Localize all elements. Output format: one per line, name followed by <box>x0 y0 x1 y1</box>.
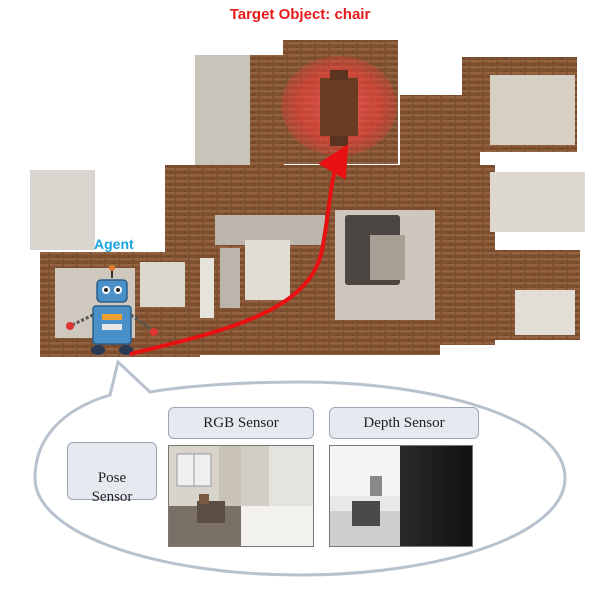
target-chair-highlight <box>281 56 397 156</box>
rgb-image <box>168 445 314 547</box>
pose-sensor-box: Pose Sensor <box>67 442 157 505</box>
navigation-path <box>129 144 349 356</box>
depth-image <box>329 445 473 547</box>
robot-agent-icon <box>66 265 158 355</box>
target-object-title: Target Object: chair <box>229 6 371 23</box>
depth-sensor-box: Depth Sensor <box>329 407 479 439</box>
pose-sensor-label: Pose Sensor <box>91 470 133 505</box>
depth-sensor-label: Depth Sensor <box>363 415 445 431</box>
agent-label: Agent <box>94 236 134 252</box>
floor-plan <box>30 40 585 357</box>
rgb-sensor-box: RGB Sensor <box>168 407 314 439</box>
rgb-sensor-label: RGB Sensor <box>203 415 279 431</box>
